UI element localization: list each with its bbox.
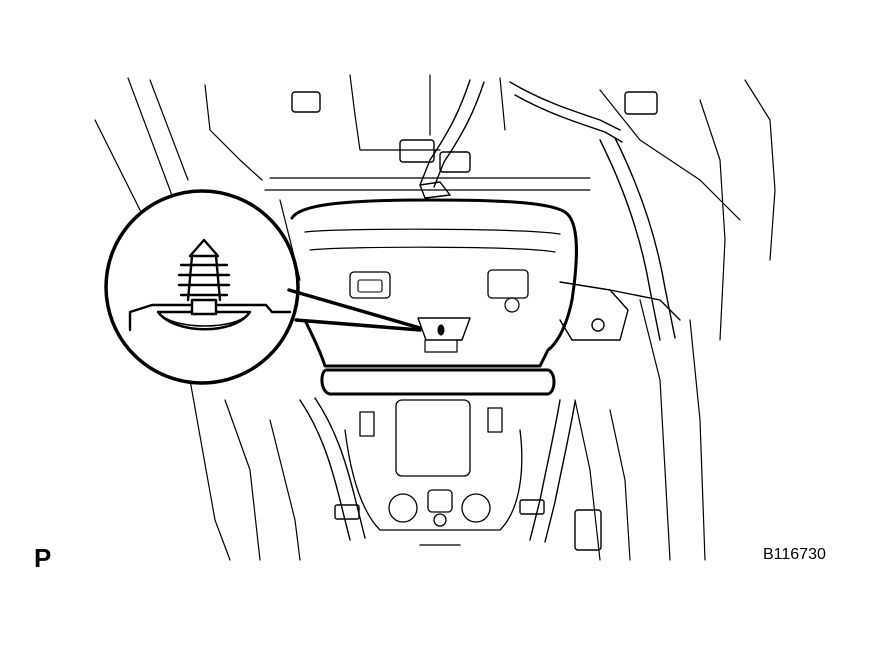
connector xyxy=(291,91,658,551)
view-letter: P xyxy=(34,543,52,573)
body-structure xyxy=(94,74,776,561)
figure-id-label: B116730 xyxy=(763,546,826,563)
wire-harness xyxy=(299,79,676,543)
lower-mechanism xyxy=(344,399,523,546)
clip-fastener xyxy=(128,238,292,332)
bracket xyxy=(559,281,681,341)
clip-detail-callout xyxy=(104,189,422,385)
console-panel xyxy=(290,198,578,396)
